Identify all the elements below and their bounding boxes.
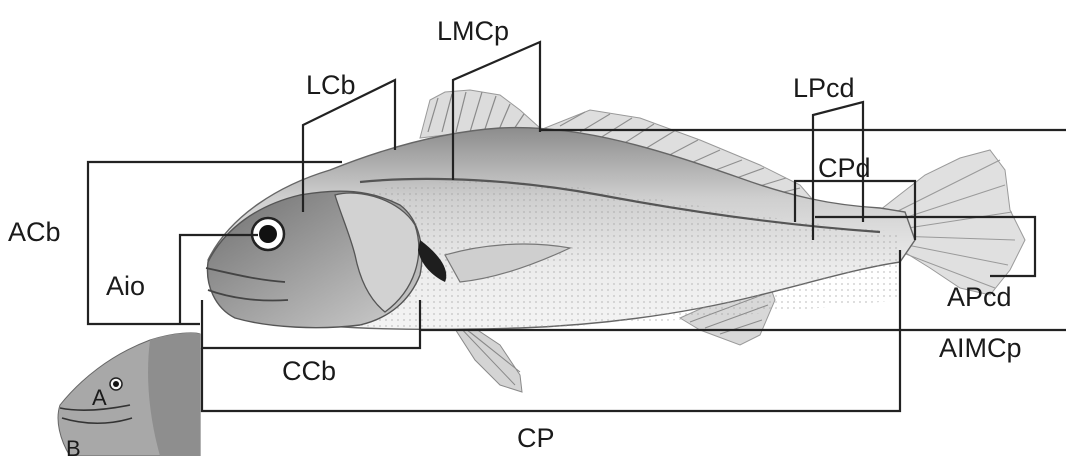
label-lcb: LCb xyxy=(306,70,356,100)
label-a: A xyxy=(92,385,107,410)
label-apcd: APcd xyxy=(947,282,1012,312)
fish-illustration xyxy=(206,90,1025,392)
label-cpd: CPd xyxy=(818,153,871,183)
label-ccb: CCb xyxy=(282,356,336,386)
label-b: B xyxy=(66,436,81,456)
label-lmcp: LMCp xyxy=(437,16,509,46)
label-cp: CP xyxy=(517,423,555,453)
label-aimcp: AIMCp xyxy=(939,333,1022,363)
label-lpcd: LPcd xyxy=(793,73,855,103)
label-acb: ACb xyxy=(8,217,61,247)
label-aio: Aio xyxy=(106,271,145,301)
